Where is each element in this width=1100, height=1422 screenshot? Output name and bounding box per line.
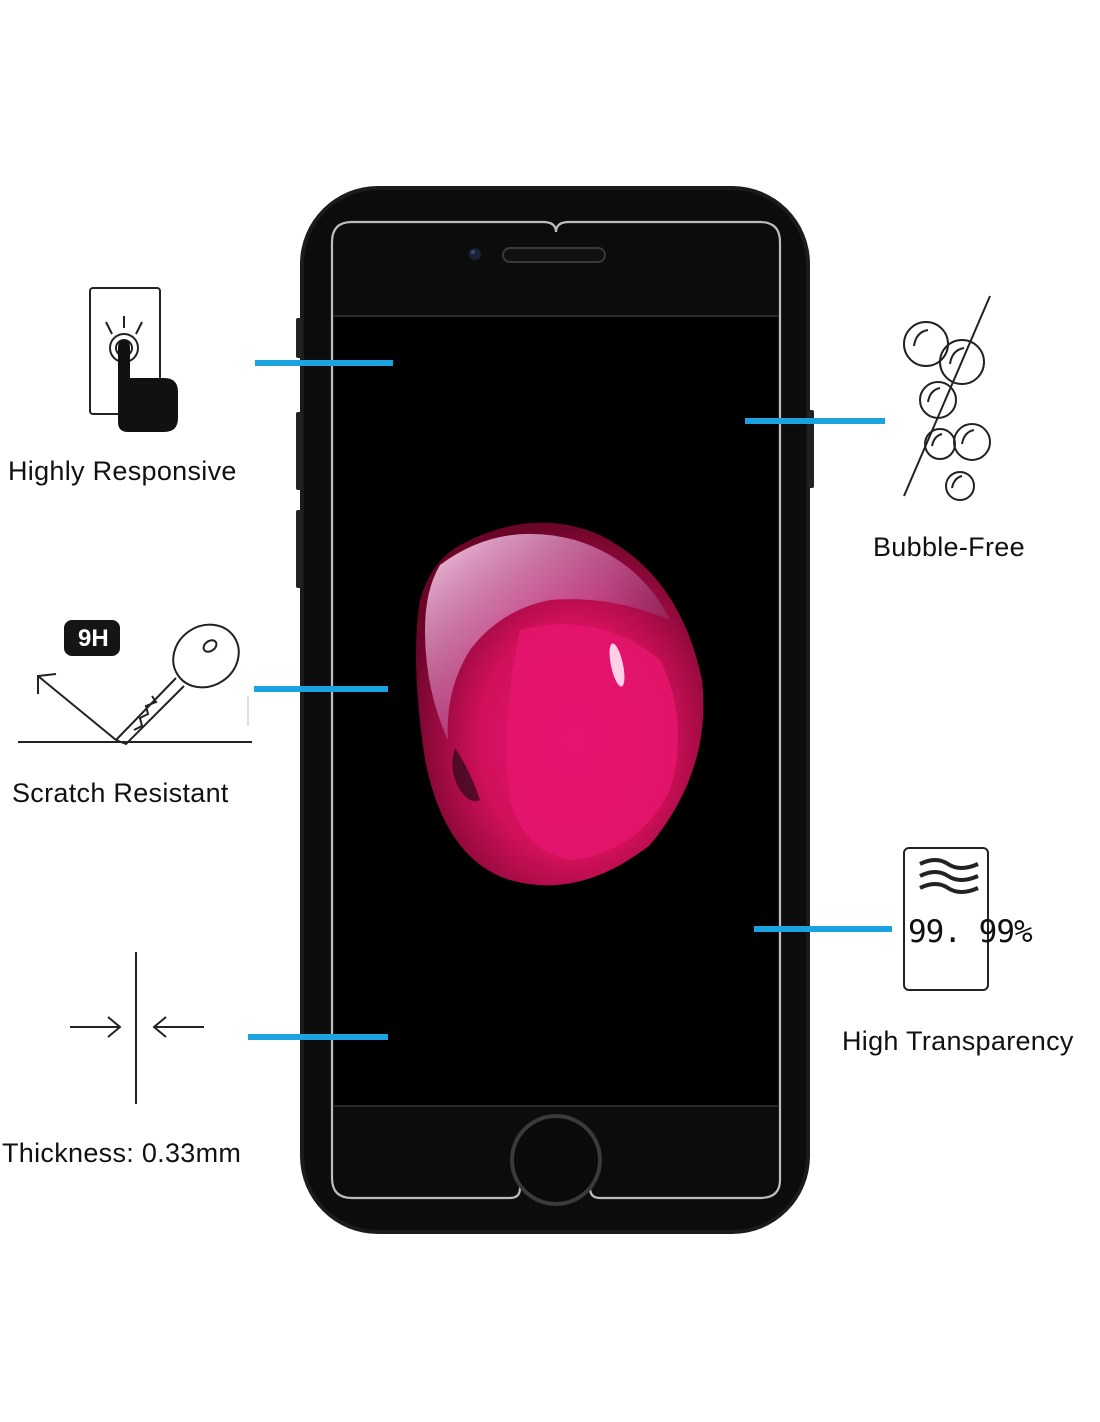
bubbles-strikethrough-icon	[903, 295, 991, 501]
transparency-value: 99. 99%	[908, 914, 1033, 950]
connector-thickness	[248, 1034, 388, 1040]
hardness-badge-text: 9H	[78, 625, 109, 652]
label-thickness: Thickness: 0.33mm	[2, 1138, 242, 1168]
connector-responsive	[255, 360, 393, 366]
connector-transparency	[754, 926, 892, 932]
key-scratch-icon	[18, 620, 252, 746]
label-bubble-free: Bubble-Free	[873, 532, 1025, 562]
front-camera	[469, 248, 481, 260]
transparency-card-icon	[903, 847, 989, 991]
earpiece	[502, 247, 606, 263]
label-scratch-resistant: Scratch Resistant	[12, 778, 229, 808]
hardness-badge	[64, 620, 120, 656]
connector-bubble	[745, 418, 885, 424]
home-button	[510, 1114, 602, 1206]
connector-scratch	[254, 686, 388, 692]
touch-finger-icon	[89, 287, 178, 432]
label-high-transparency: High Transparency	[842, 1026, 1074, 1056]
wallpaper-drop	[416, 522, 704, 886]
thickness-arrows-icon	[70, 952, 204, 1104]
label-highly-responsive: Highly Responsive	[8, 456, 237, 486]
